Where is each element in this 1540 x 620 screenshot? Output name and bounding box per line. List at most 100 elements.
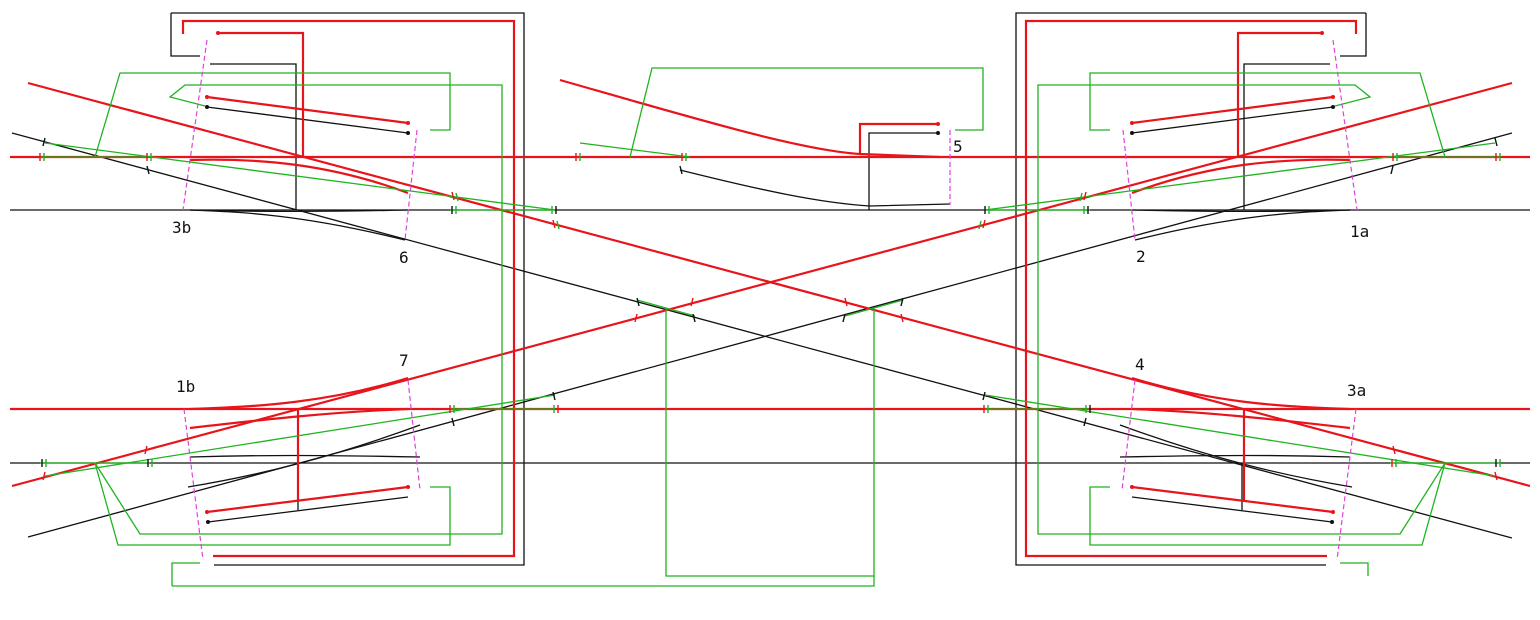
joint-tick	[900, 313, 904, 323]
switch-frog-5	[679, 169, 951, 207]
switch-label-1a: 1a	[1350, 222, 1369, 241]
outer-frame-right	[1024, 19, 1358, 558]
switch-frog-1b	[189, 454, 421, 458]
blade-wire	[206, 106, 409, 134]
axis-4	[1121, 379, 1136, 491]
joint-tick	[679, 165, 683, 175]
joint-tick	[1079, 192, 1083, 202]
switch-label-3a: 3a	[1347, 381, 1366, 400]
contact-dot	[1320, 31, 1324, 35]
joint-tick	[900, 297, 904, 307]
joint-tick	[982, 219, 986, 229]
joint-tick	[1494, 137, 1498, 147]
green-wiring	[40, 67, 1500, 587]
contact-dot	[1331, 95, 1335, 99]
blade-wire	[1131, 485, 1334, 514]
contact-dot	[1331, 510, 1335, 514]
black-wiring	[10, 12, 1530, 566]
blade-wire	[206, 95, 409, 125]
joint-tick	[146, 165, 150, 175]
outer-frame-right-top	[1015, 12, 1366, 566]
axis-6	[404, 129, 418, 241]
contact-dot	[1330, 520, 1334, 524]
joint-tick	[1494, 471, 1498, 481]
joint-tick	[455, 192, 459, 202]
contact-dot	[406, 121, 410, 125]
joint-tick	[1083, 417, 1087, 427]
switch-rail	[189, 158, 409, 195]
loop-wire	[1089, 72, 1446, 158]
feeder-wire	[218, 31, 305, 157]
axis-1a	[1332, 39, 1358, 211]
joint-tick	[42, 137, 46, 147]
contact-dot	[1130, 485, 1134, 489]
joint-tick	[552, 219, 556, 229]
joint-tick	[451, 191, 455, 201]
outer-frame-left-top	[171, 12, 525, 566]
joint-tick	[1083, 191, 1087, 201]
track-segment	[984, 142, 1496, 211]
contact-dot	[216, 31, 220, 35]
feeder-wire	[210, 63, 297, 210]
loop-wire	[94, 72, 451, 158]
contact-dot	[1331, 105, 1335, 109]
joint-tick	[982, 391, 986, 401]
point-axes	[182, 39, 1358, 561]
switch-label-5: 5	[953, 137, 963, 156]
axis-3a	[1336, 408, 1357, 561]
joint-tick	[636, 297, 640, 307]
insulating-joints	[39, 137, 1501, 481]
track-segment	[844, 299, 904, 317]
loop-wire	[1340, 562, 1369, 576]
axis-1b	[183, 408, 204, 561]
blade-wire	[1131, 95, 1334, 125]
switch-frog-1a	[1134, 209, 1351, 241]
switch-rail	[1131, 376, 1351, 411]
blade-wire	[207, 496, 409, 523]
track-line	[27, 81, 1531, 488]
joint-tick	[634, 313, 638, 323]
joint-tick	[144, 445, 148, 455]
track-segment	[636, 299, 696, 317]
joint-tick	[692, 313, 696, 323]
switch-label-7: 7	[399, 351, 409, 370]
joint-tick	[42, 471, 46, 481]
joint-tick	[978, 220, 982, 230]
track-segment	[579, 142, 691, 158]
track-segment	[44, 394, 556, 477]
switch-label-6: 6	[399, 248, 409, 267]
loop-wire	[94, 462, 451, 546]
track-line	[11, 132, 1513, 539]
switch-label-4: 4	[1135, 355, 1145, 374]
switch-rail	[189, 407, 409, 430]
frame-hook	[170, 13, 200, 57]
contact-dot	[936, 122, 940, 126]
contact-dot	[406, 485, 410, 489]
axis-2	[1122, 129, 1136, 241]
switch-label-1b: 1b	[176, 377, 195, 396]
blade-wire	[1131, 496, 1333, 523]
switch-rail	[1131, 407, 1351, 430]
contact-dot	[406, 131, 410, 135]
frame-hook	[1340, 13, 1367, 57]
loop-wire	[629, 67, 984, 158]
contact-dot	[205, 95, 209, 99]
track-line	[27, 132, 1513, 538]
contact-dot	[1130, 121, 1134, 125]
loop-wire	[94, 84, 503, 535]
axis-7	[407, 379, 421, 491]
loop-wire	[171, 562, 200, 586]
track-segment	[44, 142, 556, 211]
feeder-wire	[1236, 31, 1322, 157]
switch-labels: 3b 6 5 2 1a 1b 7 4 3a	[172, 137, 1369, 400]
joint-tick	[1390, 165, 1394, 175]
switch-frog-4	[1119, 454, 1351, 458]
bottom-loop	[172, 576, 875, 587]
contact-dot	[205, 105, 209, 109]
joint-tick	[690, 297, 694, 307]
joint-tick	[556, 220, 560, 230]
red-wiring	[10, 19, 1531, 558]
joint-tick	[844, 297, 848, 307]
switch-rail	[189, 376, 409, 411]
